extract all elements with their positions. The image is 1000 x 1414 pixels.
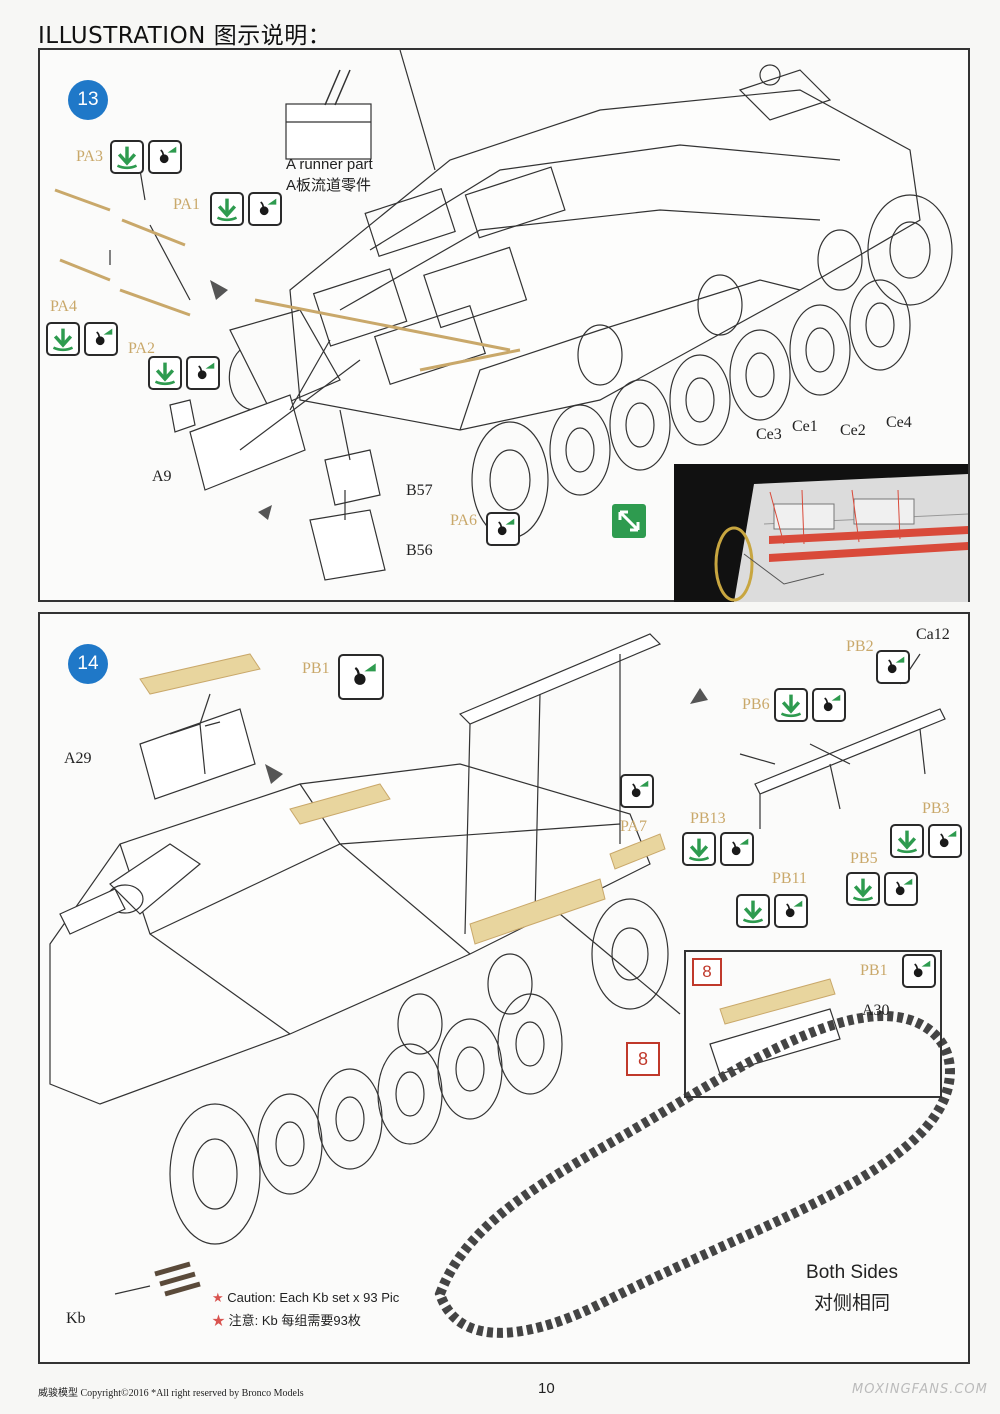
both-sides-note-en: Both Sides — [806, 1262, 898, 1283]
bend-down-icon — [46, 322, 80, 356]
pb5-icons — [846, 872, 918, 906]
part-label-b56: B56 — [406, 542, 433, 559]
part-label-pb2: PB2 — [846, 638, 874, 655]
part-label-pa7: PA7 — [620, 818, 647, 835]
pb3-icons — [890, 824, 962, 858]
part-label-ce2: Ce2 — [840, 422, 866, 439]
glue-drop-icon — [620, 774, 654, 808]
bend-down-icon — [736, 894, 770, 928]
sub-step-inset — [684, 950, 942, 1098]
part-label-pb11: PB11 — [772, 870, 807, 887]
glue-drop-icon — [774, 894, 808, 928]
bend-down-icon — [210, 192, 244, 226]
pa4-icons — [46, 322, 118, 356]
pa7-icons — [620, 774, 654, 808]
glue-drop-icon — [902, 954, 936, 988]
glue-drop-icon — [876, 650, 910, 684]
runner-note-zh: A板流道零件 — [286, 177, 372, 194]
glue-drop-icon — [338, 654, 384, 700]
part-label-pa2: PA2 — [128, 340, 155, 357]
pb13-icons — [682, 832, 754, 866]
part-label-pa4: PA4 — [50, 298, 77, 315]
pa1-icons — [210, 192, 282, 226]
page-title: ILLUSTRATION 图示说明： — [38, 23, 332, 49]
runner-note-en: A runner part — [286, 156, 373, 173]
part-label-ce1: Ce1 — [792, 418, 818, 435]
site-watermark: MOXINGFANS.COM — [852, 1382, 988, 1397]
caution-note-zh: ★ 注意: Kb 每组需要93枚 — [212, 1313, 361, 1328]
bend-down-icon — [774, 688, 808, 722]
copyright-footer: 威骏模型 Copyright©2016 *All right reserved … — [38, 1388, 304, 1399]
pb6-icons — [774, 688, 846, 722]
bend-down-icon — [682, 832, 716, 866]
part-label-pb1-inset: PB1 — [860, 962, 888, 979]
glue-drop-icon — [186, 356, 220, 390]
pb1-icons — [338, 654, 384, 700]
star-icon: ★ — [212, 1290, 224, 1305]
pa3-icons — [110, 140, 182, 174]
part-label-a29: A29 — [64, 750, 92, 767]
step-13-assembly-drawing — [54, 50, 953, 581]
part-label-pb13: PB13 — [690, 810, 726, 827]
part-label-ce4: Ce4 — [886, 414, 912, 431]
glue-drop-icon — [486, 512, 520, 546]
part-label-kb: Kb — [66, 1310, 86, 1327]
glue-drop-icon — [720, 832, 754, 866]
glue-drop-icon — [928, 824, 962, 858]
page-number: 10 — [538, 1380, 555, 1397]
part-label-a30: A30 — [862, 1002, 890, 1019]
part-label-pb6: PB6 — [742, 696, 770, 713]
bend-down-icon — [110, 140, 144, 174]
glue-drop-icon — [248, 192, 282, 226]
step-14-panel: 14 — [38, 612, 970, 1364]
pb1-inset-icons — [902, 954, 936, 988]
pa2-icons — [148, 356, 220, 390]
part-label-ce3: Ce3 — [756, 426, 782, 443]
glue-drop-icon — [812, 688, 846, 722]
pb11-icons — [736, 894, 808, 928]
flip-arrow-icon — [612, 504, 646, 538]
caution-note-en: ★ Caution: Each Kb set x 93 Pic — [212, 1290, 400, 1305]
glue-drop-icon — [884, 872, 918, 906]
bend-down-icon — [846, 872, 880, 906]
step-14-assembly-drawing — [49, 633, 955, 1338]
step-number-badge: 13 — [68, 80, 108, 120]
step-number-badge: 14 — [68, 644, 108, 684]
part-label-pb5: PB5 — [850, 850, 878, 867]
pb2-icons — [876, 650, 910, 684]
both-sides-note-zh: 对侧相同 — [813, 1293, 890, 1314]
pa6-icons — [486, 512, 520, 546]
step-ref-callout: 8 — [626, 1042, 660, 1076]
part-label-pa3: PA3 — [76, 148, 103, 165]
step-13-panel: 13 — [38, 48, 970, 602]
part-label-pa6: PA6 — [450, 512, 477, 529]
reference-photo-inset — [674, 464, 969, 602]
part-label-b57: B57 — [406, 482, 433, 499]
part-label-ca12: Ca12 — [916, 626, 950, 643]
bend-down-icon — [890, 824, 924, 858]
star-icon: ★ — [212, 1313, 226, 1328]
glue-drop-icon — [148, 140, 182, 174]
part-label-a9: A9 — [152, 468, 172, 485]
part-label-pb1: PB1 — [302, 660, 330, 677]
part-label-pa1: PA1 — [173, 196, 200, 213]
sub-step-ref-box: 8 — [692, 958, 722, 986]
glue-drop-icon — [84, 322, 118, 356]
bend-down-icon — [148, 356, 182, 390]
part-label-pb3: PB3 — [922, 800, 950, 817]
